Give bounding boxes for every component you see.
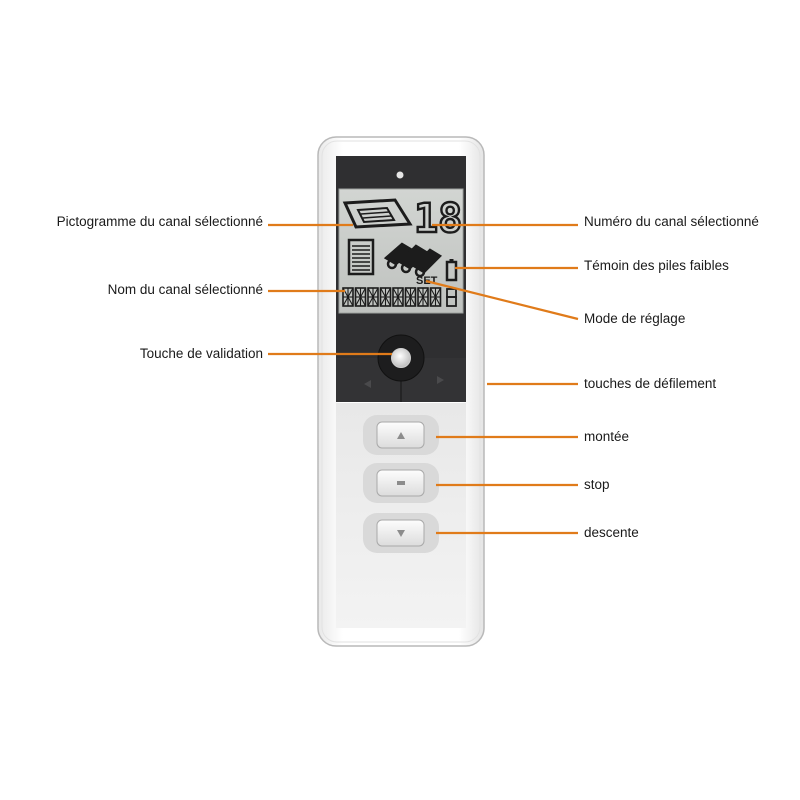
label-channel-name: Nom du canal sélectionné [107,282,263,297]
awning-pictogram-icon [342,198,413,229]
channel-name-segments [342,287,442,307]
segment-char [379,287,392,307]
label-down: descente [584,525,639,540]
label-up: montée [584,429,630,444]
arrow-right-icon[interactable] [437,376,444,384]
stop-icon [397,481,405,485]
mode-digit [446,288,457,307]
segment-char [417,287,429,307]
segment-char [342,287,354,307]
segment-char [354,287,367,307]
label-validation-key: Touche de validation [139,346,263,361]
leader-lines [268,223,579,535]
segment-char [392,287,404,307]
label-stop: stop [584,477,610,492]
label-channel-number: Numéro du canal sélectionné [584,214,759,229]
down-button[interactable] [363,513,439,553]
label-setting-mode: Mode de réglage [584,311,686,326]
blinds-icon [383,242,443,278]
led-icon [396,171,404,179]
label-pictogram: Pictogramme du canal sélectionné [56,214,263,229]
arrow-up-icon [397,432,405,439]
up-button[interactable] [363,415,439,455]
lcd-screen: 18 SET [338,188,464,314]
segment-char [367,287,379,307]
label-low-battery: Témoin des piles faibles [584,258,729,273]
segment-char [404,287,417,307]
validation-button[interactable] [377,334,425,382]
shutter-icon [347,238,375,276]
scroll-keys [364,376,444,388]
stop-button[interactable] [363,463,439,503]
channel-number-display: 18 [414,196,462,242]
leader-setting-mode [425,279,579,321]
battery-icon [445,259,458,282]
arrow-down-icon [397,530,405,537]
label-scroll-keys: touches de défilement [584,376,717,391]
segment-char [429,287,442,307]
arrow-left-icon[interactable] [364,380,371,388]
